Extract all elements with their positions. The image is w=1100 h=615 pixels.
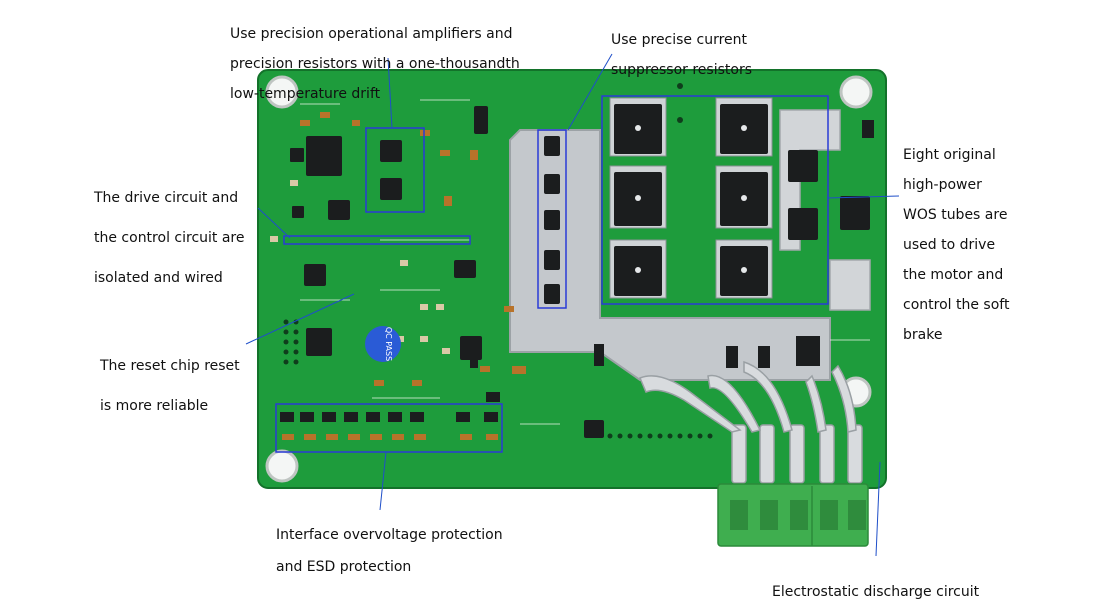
highlight-isolation <box>283 235 471 245</box>
callout-line: control the soft <box>903 297 1010 313</box>
callout-line: Use precision operational amplifiers and <box>230 26 513 42</box>
callout-line: low-temperature drift <box>230 86 381 102</box>
mounting-hole <box>265 449 299 483</box>
smd-components <box>270 112 874 402</box>
callout-line: The reset chip reset <box>100 358 240 374</box>
callout-opamp: Use precision operational amplifiers and… <box>230 12 520 117</box>
callout-interface-protection: Interface overvoltage protection and ESD… <box>276 511 503 591</box>
output-pins <box>639 360 863 484</box>
callout-esd-circuit: Electrostatic discharge circuit <box>772 570 979 615</box>
callout-line: suppressor resistors <box>611 62 753 78</box>
highlight-opamp <box>365 127 425 213</box>
callout-line: isolated and wired <box>94 270 223 286</box>
mosfet-group <box>609 97 870 299</box>
callout-line: the control circuit are <box>94 230 245 246</box>
opamp-ics <box>290 106 604 438</box>
callout-drive-isolation: The drive circuit and the control circui… <box>94 168 244 308</box>
board-diagram: QC PASS Use precision operational amplif… <box>94 12 1009 600</box>
silkscreen-marks <box>300 99 870 425</box>
callout-line: high-power <box>903 177 982 193</box>
power-trace <box>509 129 831 381</box>
callout-line: The drive circuit and <box>94 190 239 206</box>
callout-line: WOS tubes are <box>903 207 1008 223</box>
callout-line: Eight original <box>903 147 996 163</box>
mounting-hole <box>265 75 299 109</box>
highlight-frames <box>275 95 829 453</box>
mounting-hole <box>839 75 873 109</box>
power-trace <box>829 259 871 311</box>
stamp-text: QC PASS <box>384 327 393 361</box>
pointer-lines <box>245 53 900 557</box>
callout-line: Interface overvoltage protection <box>276 527 503 543</box>
interface-protection-row <box>280 412 498 440</box>
callout-line: Use precise current <box>611 32 748 48</box>
highlight-current <box>537 129 567 309</box>
callout-line: Electrostatic discharge circuit <box>772 584 980 600</box>
callout-line: brake <box>903 327 943 343</box>
callout-line: and ESD protection <box>276 559 412 575</box>
terminal-block <box>717 483 869 547</box>
qc-pass-stamp: QC PASS <box>365 326 401 362</box>
callout-reset-chip: The reset chip reset is more reliable <box>100 336 240 436</box>
highlight-interface <box>275 403 503 453</box>
header-pins <box>283 83 713 439</box>
callout-line: is more reliable <box>100 398 209 414</box>
callout-line: the motor and <box>903 267 1004 283</box>
callout-current-resistors: Use precise current suppressor resistors <box>611 18 752 93</box>
callout-line: used to drive <box>903 237 996 253</box>
pcb-illustration: QC PASS <box>245 53 900 557</box>
callout-line: precision resistors with a one-thousandt… <box>230 56 520 72</box>
callout-mos-tubes: Eight original high-power WOS tubes are … <box>903 133 1009 358</box>
highlight-mos <box>601 95 829 305</box>
current-resistors <box>544 136 560 304</box>
